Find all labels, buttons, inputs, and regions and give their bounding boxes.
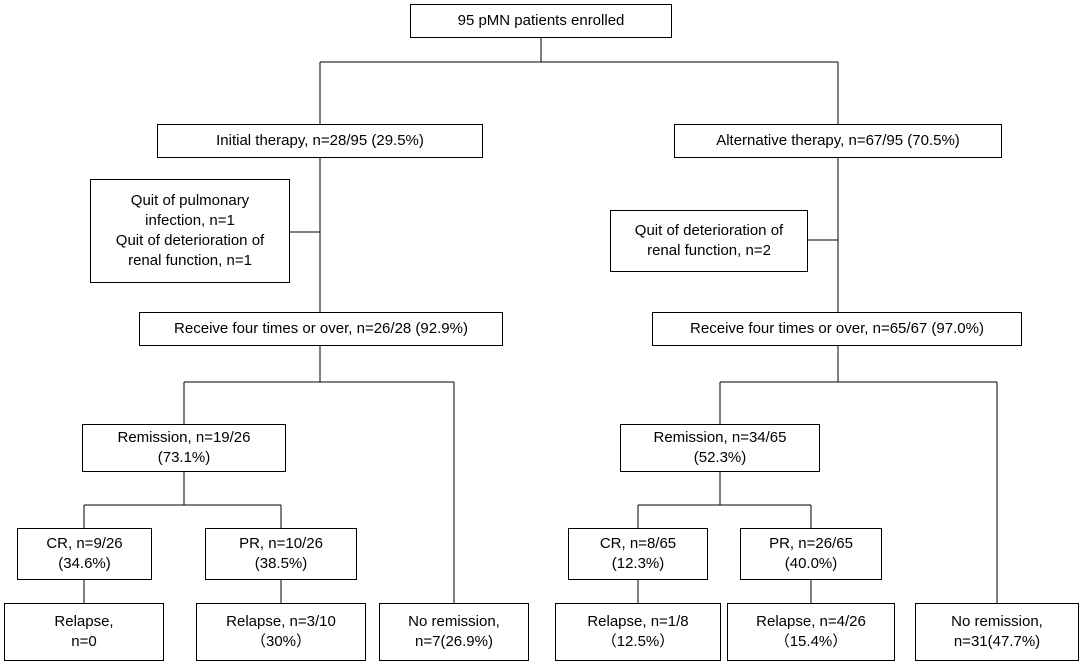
node-no-remission-left-line-2: n=7(26.9%) — [415, 633, 493, 650]
node-no-remission-left: No remission, n=7(26.9%) — [379, 603, 529, 661]
node-quit-right-line-2: renal function, n=2 — [647, 242, 771, 259]
node-remission-left-line-1: Remission, n=19/26 — [117, 429, 251, 446]
node-initial-therapy-line-1: Initial therapy, n=28/95 (29.5%) — [216, 132, 424, 149]
node-cr-left: CR, n=9/26 (34.6%) — [17, 528, 152, 580]
node-relapse-pr-right: Relapse, n=4/26 （15.4%） — [727, 603, 895, 661]
node-alternative-therapy-line-1: Alternative therapy, n=67/95 (70.5%) — [716, 132, 960, 149]
node-relapse-cr-left-line-1: Relapse, — [54, 613, 114, 630]
node-relapse-cr-right-line-1: Relapse, n=1/8 — [587, 613, 689, 630]
node-cr-right-line-1: CR, n=8/65 — [599, 535, 677, 552]
node-relapse-cr-right: Relapse, n=1/8 （12.5%） — [555, 603, 721, 661]
node-quit-right-line-1: Quit of deterioration of — [634, 222, 784, 239]
node-pr-right-line-1: PR, n=26/65 — [769, 535, 853, 552]
node-initial-therapy: Initial therapy, n=28/95 (29.5%) — [157, 124, 483, 158]
node-quit-left-line-3: Quit of deterioration of — [115, 232, 265, 249]
node-no-remission-right: No remission, n=31(47.7%) — [915, 603, 1079, 661]
node-no-remission-right-line-2: n=31(47.7%) — [953, 633, 1041, 650]
node-pr-left: PR, n=10/26 (38.5%) — [205, 528, 357, 580]
node-receive-left-line-1: Receive four times or over, n=26/28 (92.… — [174, 320, 468, 337]
node-root: 95 pMN patients enrolled — [410, 4, 672, 38]
node-root-line-1: 95 pMN patients enrolled — [457, 12, 625, 29]
node-relapse-pr-left-line-2: （30%） — [250, 633, 312, 650]
node-no-remission-left-line-1: No remission, — [408, 613, 500, 630]
node-quit-left-line-2: infection, n=1 — [145, 212, 235, 229]
node-pr-left-line-2: (38.5%) — [254, 555, 308, 572]
node-relapse-pr-left: Relapse, n=3/10 （30%） — [196, 603, 366, 661]
node-alternative-therapy: Alternative therapy, n=67/95 (70.5%) — [674, 124, 1002, 158]
node-quit-left: Quit of pulmonary infection, n=1 Quit of… — [90, 179, 290, 283]
node-relapse-pr-right-line-1: Relapse, n=4/26 — [756, 613, 866, 630]
node-relapse-pr-left-line-1: Relapse, n=3/10 — [226, 613, 336, 630]
node-remission-right: Remission, n=34/65 (52.3%) — [620, 424, 820, 472]
node-remission-right-line-2: (52.3%) — [693, 449, 747, 466]
node-no-remission-right-line-1: No remission, — [951, 613, 1043, 630]
node-cr-right: CR, n=8/65 (12.3%) — [568, 528, 708, 580]
node-relapse-pr-right-line-2: （15.4%） — [774, 633, 848, 650]
node-cr-left-line-1: CR, n=9/26 — [46, 535, 123, 552]
node-quit-left-line-4: renal function, n=1 — [128, 252, 252, 269]
node-quit-right: Quit of deterioration of renal function,… — [610, 210, 808, 272]
node-relapse-cr-right-line-2: （12.5%） — [601, 633, 675, 650]
node-pr-right-line-2: (40.0%) — [784, 555, 838, 572]
node-cr-right-line-2: (12.3%) — [611, 555, 665, 572]
node-remission-right-line-1: Remission, n=34/65 — [653, 429, 787, 446]
node-receive-left: Receive four times or over, n=26/28 (92.… — [139, 312, 503, 346]
node-relapse-cr-left-line-2: n=0 — [71, 633, 97, 650]
node-remission-left: Remission, n=19/26 (73.1%) — [82, 424, 286, 472]
node-pr-right: PR, n=26/65 (40.0%) — [740, 528, 882, 580]
node-cr-left-line-2: (34.6%) — [58, 555, 111, 572]
node-quit-left-line-1: Quit of pulmonary — [130, 192, 250, 209]
node-receive-right-line-1: Receive four times or over, n=65/67 (97.… — [690, 320, 984, 337]
node-receive-right: Receive four times or over, n=65/67 (97.… — [652, 312, 1022, 346]
node-pr-left-line-1: PR, n=10/26 — [239, 535, 323, 552]
node-remission-left-line-2: (73.1%) — [157, 449, 211, 466]
node-relapse-cr-left: Relapse, n=0 — [4, 603, 164, 661]
